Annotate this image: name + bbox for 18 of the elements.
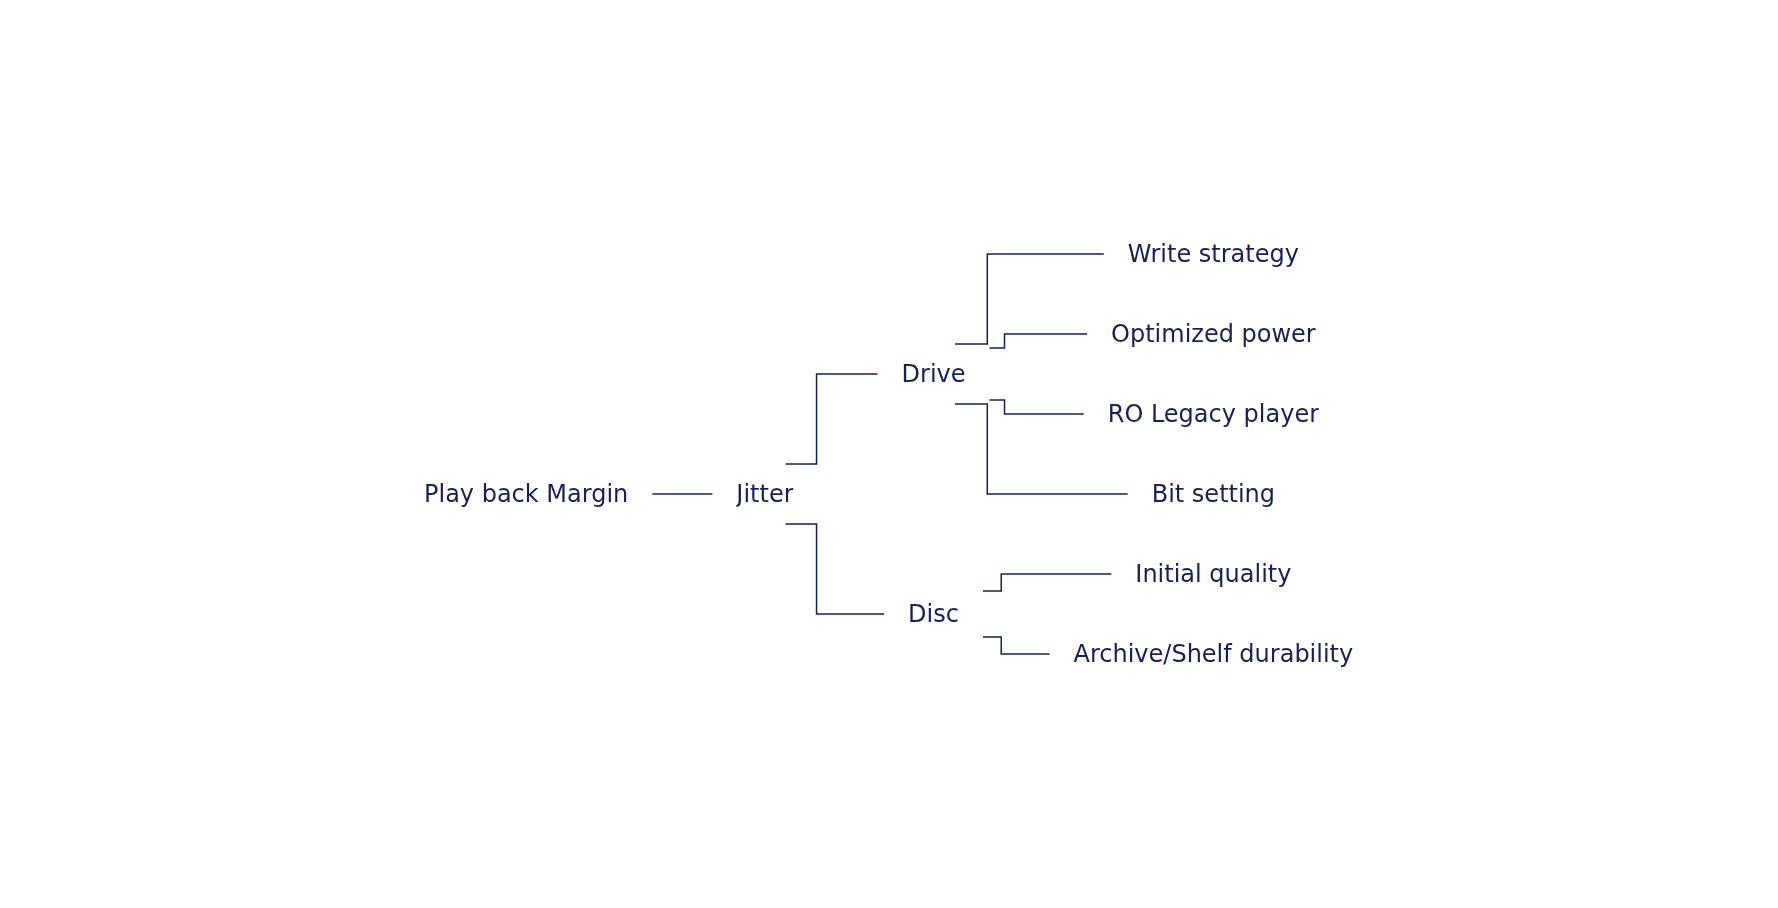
node-text: Archive/Shelf durability — [1073, 640, 1354, 668]
node-text: Initial quality — [1135, 560, 1292, 588]
node-text: Optimized power — [1111, 320, 1317, 348]
node-text: Bit setting — [1152, 480, 1276, 508]
node-text: Play back Margin — [424, 480, 629, 508]
node-text: Write strategy — [1128, 240, 1300, 268]
connector — [785, 373, 879, 465]
node-text: Disc — [908, 600, 960, 628]
node-text: Drive — [901, 360, 966, 388]
node-text: RO Legacy player — [1108, 400, 1320, 428]
connector — [954, 403, 1129, 495]
connector — [982, 573, 1113, 592]
connector — [982, 636, 1051, 655]
connector — [785, 523, 886, 615]
connector — [651, 493, 714, 495]
connector — [954, 253, 1105, 345]
connector — [989, 333, 1089, 349]
connector — [989, 399, 1085, 415]
